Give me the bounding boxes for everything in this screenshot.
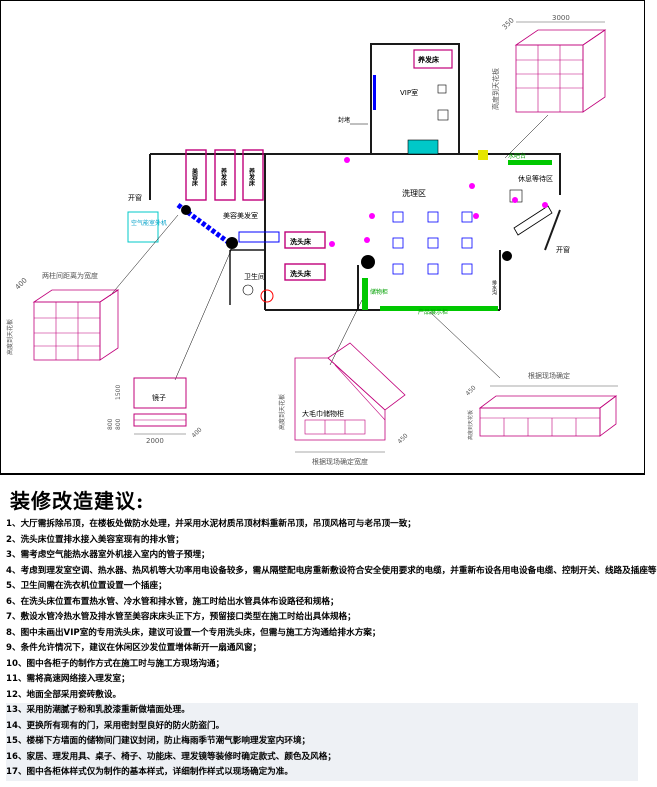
product-cabinet-label: 产品展示柜: [418, 308, 448, 316]
sofa: [509, 189, 553, 236]
washing-area-label: 洗理区: [402, 188, 426, 198]
pointer-lines: [109, 114, 549, 381]
vip-unit: [407, 139, 439, 155]
label-height-to-ceiling-bottom: 高度到天花板: [278, 394, 286, 430]
note-item: 10、图中各柜子的制作方式在施工时与施工方现场沟通；: [6, 658, 225, 669]
vip-hair-bed-label: 养发床: [417, 55, 440, 64]
shampoo-bed-1: [284, 231, 326, 249]
bottom-cabinet-note: 根据现场确定宽度: [312, 457, 368, 466]
cabinet-elevation-top-right: 3000 350 高度到天花板: [491, 14, 607, 113]
beauty-bed-label: 美容床: [191, 167, 199, 187]
storage-cabinet-label: 储物柜: [370, 288, 388, 296]
dim-mirror-depth: 400: [190, 426, 203, 439]
note-item: 11、需将高速网络接入理发室；: [6, 674, 130, 684]
water-bar-marker: [478, 150, 488, 160]
seal-label: 封堵: [338, 116, 350, 124]
note-item: 16、家居、理发用具、桌子、椅子、功能床、理发镜等装修时确定款式、颜色及风格；: [6, 749, 638, 765]
cabinet-elevation-left: 两柱间距离为宽度 400 高度到天花板: [6, 271, 120, 361]
hair-bed-1: [214, 149, 236, 201]
note-item: 4、考虑到理发室空调、热水器、热风机等大功率用电设备较多，需从隔壁配电房重新敷设…: [6, 565, 657, 576]
ac-unit-box: [127, 211, 159, 243]
note-item: 2、洗头床位置排水接入美容室现有的排水管；: [6, 534, 184, 545]
towel-cabinet-label: 大毛巾储物柜: [302, 409, 344, 418]
dim-top-right-width: 3000: [552, 14, 570, 22]
vip-room: 养发床 VIP室 封堵: [338, 43, 460, 155]
floor-plan-drawing: 3000 350 高度到天花板 养发床 VIP室 封堵 美容床 养发床 养发: [0, 0, 645, 474]
dim-right-depth: 450: [464, 384, 477, 397]
shampoo-beds: 洗头床 洗头床: [284, 231, 326, 281]
drawing-border: [0, 0, 645, 474]
column-4: [502, 251, 512, 261]
note-item: 8、图中未画出VIP室的专用洗头床，建议可设置一个专用洗头床，但需与施工方沟通给…: [6, 627, 381, 638]
note-item: 13、采用防潮腻子粉和乳胶漆重新做墙面处理。: [6, 703, 638, 719]
label-height-to-ceiling-right: 高度到天花板: [467, 410, 474, 440]
label-height-to-ceiling-left: 高度到天花板: [6, 319, 14, 355]
renovation-notes: 装修改造建议: 1、大厅需拆除吊顶，在楼板处做防水处理，并采用水泥材质吊顶材料重…: [0, 474, 657, 787]
note-item: 5、卫生间需在洗衣机位置设置一个插座；: [6, 581, 167, 591]
open-window-left-label: 开窗: [128, 193, 142, 202]
column-2: [226, 237, 238, 249]
column-1: [181, 205, 191, 215]
mirror-elevation: 镜子 1500 800 800 2000 400: [107, 377, 204, 445]
ac-unit-label: 空气能室外机: [131, 219, 167, 227]
dim-bottom-depth: 450: [396, 432, 409, 445]
styling-chairs: [392, 211, 473, 275]
dim-mirror-base2: 800: [115, 418, 122, 430]
bathroom-label: 卫生间: [244, 272, 265, 281]
note-item: 15、楼梯下方墙面的储物间门建议封闭，防止梅雨季节潮气影响理发室内环境；: [6, 734, 638, 750]
open-window-right-label: 开窗: [556, 245, 570, 254]
hair-bed-2: [242, 149, 264, 201]
dim-top-right-depth: 350: [501, 16, 516, 31]
note-item: 12、地面全部采用瓷砖敷设。: [6, 689, 122, 700]
cabinet-elevation-right: 根据现场确定 450 高度到天花板: [464, 371, 618, 440]
water-bar-label: 水吧台: [508, 152, 526, 160]
beauty-beds: 美容床 养发床 养发床 美容美发室 开窗: [128, 149, 264, 220]
note-item: 1、大厅需拆除吊顶，在楼板处做防水处理，并采用水泥材质吊顶材料重新吊顶，吊顶风格…: [6, 519, 416, 529]
shampoo-bed-1-label: 洗头床: [290, 237, 312, 246]
storage-cabinet-bar: [362, 278, 368, 310]
note-item: 14、更换所有现有的门，采用密封型良好的防火防盗门。: [6, 718, 638, 734]
dim-mirror-width: 2000: [146, 437, 164, 445]
shampoo-bed-2: [284, 263, 326, 281]
rest-area-label: 休息等待区: [518, 174, 553, 183]
left-cabinet-note: 两柱间距离为宽度: [42, 271, 98, 280]
drainage-label: 排水沟: [491, 279, 497, 296]
note-item: 17、图中各柜体样式仅为制作的基本样式，详细制作样式以现场确定为准。: [6, 765, 638, 781]
vip-pipe: [373, 75, 376, 110]
label-height-to-ceiling-top: 高度到天花板: [491, 68, 500, 110]
dim-mirror-height: 1500: [115, 385, 122, 400]
note-item: 9、条件允许情况下，建议在休闲区沙发位置增体新开一扇通风窗；: [6, 643, 262, 653]
column-3: [361, 255, 375, 269]
hair-bed-1-label: 养发床: [220, 167, 228, 187]
note-item: 7、敷设水管冷热水管及排水管至美容床床头正下方，预留接口类型在施工时给出具体规格…: [6, 612, 356, 622]
notes-title: 装修改造建议:: [10, 489, 145, 513]
dim-left-depth: 400: [14, 276, 29, 291]
beauty-room-label: 美容美发室: [223, 211, 258, 220]
note-item: 6、在洗头床位置布置热水管、冷水管和排水管，施工时给出水管具体布设路径和规格；: [6, 596, 339, 607]
beauty-bed: [185, 149, 207, 201]
vip-room-label: VIP室: [400, 88, 418, 97]
sink-row: [238, 231, 280, 243]
right-cabinet-note: 根据现场确定: [528, 371, 570, 380]
mirror-label: 镜子: [152, 393, 166, 402]
accent-dots: [329, 157, 548, 247]
shampoo-bed-2-label: 洗头床: [290, 269, 312, 278]
dim-mirror-base: 800: [107, 418, 114, 430]
notes-list: 1、大厅需拆除吊顶，在楼板处做防水处理，并采用水泥材质吊顶材料重新吊顶，吊顶风格…: [6, 517, 657, 781]
diagonal-pipe: [176, 202, 234, 248]
note-item: 3、需考虑空气能热水器室外机接入室内的管子预埋；: [6, 550, 210, 560]
product-cabinet-bar: [380, 306, 498, 311]
vip-hair-bed: [413, 49, 453, 69]
hair-bed-2-label: 养发床: [248, 167, 256, 187]
cabinet-elevation-bottom: 大毛巾储物柜 高度到天花板 450 根据现场确定宽度: [278, 342, 410, 466]
